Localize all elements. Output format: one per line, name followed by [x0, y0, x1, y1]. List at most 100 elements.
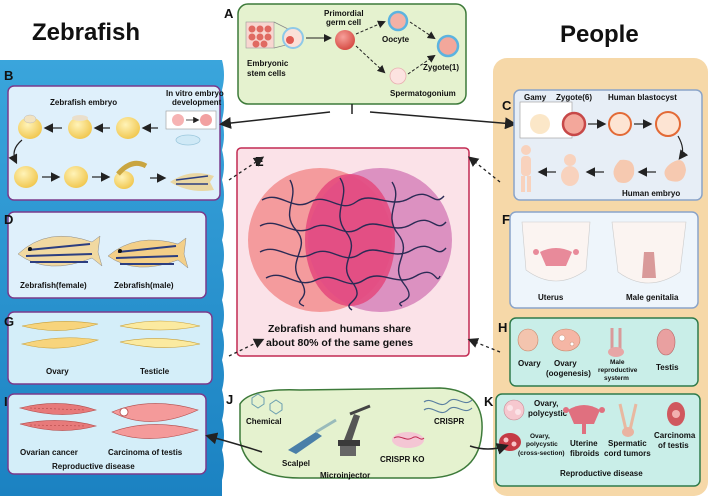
label-human-embryo: Human embryo — [622, 189, 680, 198]
testis-icon — [119, 320, 201, 348]
blastocyst-icon — [608, 112, 632, 136]
human-adult-icon — [521, 145, 531, 192]
label-ovary-cross-2: polycystic — [526, 441, 558, 448]
panel-i: I Ovarian cancer Carcinoma of testis Rep… — [4, 393, 207, 475]
oocyte-icon — [387, 10, 409, 32]
label-uterine-1: Uterine — [570, 439, 598, 448]
embryo-icon — [664, 160, 686, 182]
label-carcinoma-k-1: Carcinoma — [654, 431, 696, 440]
label-stem-2: stem cells — [247, 69, 286, 78]
caption-e-line2: about 80% of the same genes — [266, 337, 413, 349]
label-zygote-6: Zygote(6) — [556, 93, 592, 102]
label-testis-h: Testis — [656, 363, 679, 372]
label-ovary-g: Ovary — [46, 367, 69, 376]
label-spermatic-1: Spermatic — [608, 439, 647, 448]
label-crispr-ko: CRISPR KO — [380, 455, 424, 464]
label-reproductive-disease-k: Reproductive disease — [560, 469, 643, 478]
label-chemical: Chemical — [246, 417, 282, 426]
label-zebrafish-female: Zebrafish(female) — [20, 281, 87, 290]
label-ovary-oogenesis-2: (oogenesis) — [546, 369, 591, 378]
connector-lines — [228, 156, 501, 357]
scalpel-icon — [288, 418, 337, 454]
label-carcinoma-testis-i: Carcinoma of testis — [108, 448, 183, 457]
label-ovary-polycystic-2: polycystic — [528, 409, 568, 418]
label-zygote-1: Zygote(1) — [423, 63, 459, 72]
label-ovary-cross-3: (cross-section) — [518, 450, 565, 457]
label-male-repro-3: systerm — [604, 375, 629, 382]
label-pgc-2: germ cell — [326, 18, 361, 27]
spermatogonium-icon — [389, 67, 407, 85]
zebrafish-female-icon — [17, 235, 103, 267]
carcinoma-testis-icon — [111, 403, 200, 439]
ovarian-cancer-icon — [18, 403, 98, 431]
label-spermatogonium: Spermatogonium — [390, 89, 456, 98]
label-spermatic-2: cord tumors — [604, 449, 651, 458]
panel-h: H Ovary Ovary (oogenesis) Male reproduct… — [498, 317, 699, 387]
label-scalpel: Scalpel — [282, 459, 310, 468]
header-people: People — [560, 21, 639, 48]
spermatic-cord-icon — [618, 403, 638, 437]
carcinoma-testis-icon — [667, 402, 685, 426]
zebrafish-icon — [170, 173, 214, 191]
label-reproductive-disease-i: Reproductive disease — [52, 462, 135, 471]
panel-j: J Chemical Scalpel Microinjector CRISPR … — [226, 387, 483, 480]
panel-i-letter: I — [4, 394, 8, 409]
label-male-repro-2: reproductive — [598, 367, 638, 374]
label-ovary-cross-1: Ovary, — [530, 433, 550, 440]
panel-d: D Zebrafish(female) Zebrafish(male) — [4, 211, 207, 299]
label-ovary-polycystic-1: Ovary, — [534, 399, 558, 408]
panel-f: F Uterus Male genitalia — [502, 211, 699, 309]
crispr-ko-icon — [392, 432, 425, 448]
dna-icon — [423, 398, 473, 414]
microscope-icon — [338, 404, 371, 456]
label-zebrafish-embryo: Zebrafish embryo — [50, 98, 117, 107]
panel-e-letter: E — [255, 154, 264, 169]
label-microinjector: Microinjector — [320, 471, 370, 480]
label-uterine-2: fibroids — [570, 449, 600, 458]
uterus-icon — [521, 221, 591, 282]
label-ovary-h: Ovary — [518, 359, 541, 368]
panel-h-letter: H — [498, 320, 507, 335]
zygote-icon — [436, 34, 460, 58]
panel-a-letter: A — [224, 6, 234, 21]
label-gamy: Gamy — [524, 93, 547, 102]
label-crispr: CRISPR — [434, 417, 464, 426]
testis-icon — [656, 328, 676, 356]
zygote-icon — [561, 111, 587, 137]
label-carcinoma-k-2: of testis — [658, 441, 689, 450]
ovary-icon — [517, 328, 539, 352]
label-oocyte: Oocyte — [382, 35, 410, 44]
label-ovarian-cancer: Ovarian cancer — [20, 448, 78, 457]
ovary-icon — [20, 321, 100, 349]
label-testicle: Testicle — [140, 367, 170, 376]
panel-b-letter: B — [4, 68, 13, 83]
dna-icon — [259, 177, 447, 311]
panel-j-letter: J — [226, 392, 233, 407]
panel-k-letter: K — [484, 394, 494, 409]
panel-d-letter: D — [4, 212, 13, 227]
zebrafish-male-icon — [107, 237, 189, 269]
panel-b: B Zebrafish embryo In vitro embryo devel… — [4, 68, 224, 201]
chemical-icon — [251, 393, 283, 415]
panel-f-letter: F — [502, 212, 510, 227]
baby-icon — [561, 154, 579, 186]
panel-c-letter: C — [502, 98, 512, 113]
panel-c: C Gamy Zygote(6) Human blastocyst Human … — [502, 89, 703, 201]
label-pgc-1: Primordial — [324, 9, 364, 18]
label-male-genitalia: Male genitalia — [626, 293, 679, 302]
arrow-icon — [369, 111, 517, 130]
arrow-icon — [469, 443, 509, 455]
label-invitro-2: development — [172, 98, 222, 107]
label-invitro-1: In vitro embryo — [166, 89, 224, 98]
primordial-germ-cell-icon — [335, 30, 355, 50]
ovary-oogenesis-icon — [551, 328, 581, 352]
label-uterus: Uterus — [538, 293, 564, 302]
panel-k: K Ovary, polycystic Ovary, polycystic (c… — [484, 393, 701, 487]
label-blastocyst: Human blastocyst — [608, 93, 677, 102]
label-ovary-oogenesis-1: Ovary — [554, 359, 577, 368]
panel-g-letter: G — [4, 314, 14, 329]
arrow-icon — [205, 432, 263, 453]
panel-a: A Embryonic stem cells Primordial germ c… — [224, 3, 467, 105]
